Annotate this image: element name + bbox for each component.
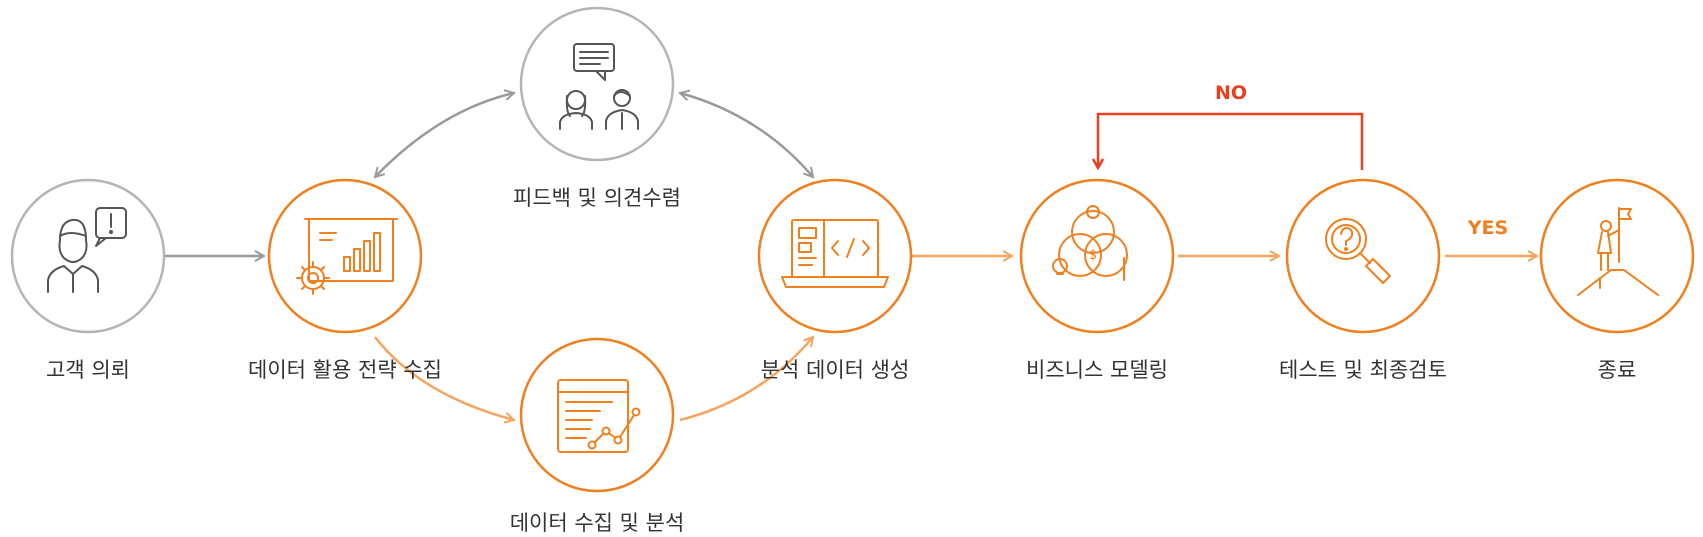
- label-feedback: 피드백 및 의견수렴: [513, 186, 681, 210]
- node-client-request: [10, 178, 166, 334]
- arrow-no-feedback-loop: [1098, 112, 1364, 170]
- arrow-strategy-feedback: [375, 93, 514, 177]
- label-collect: 데이터 수집 및 분석: [509, 511, 685, 535]
- label-modeling: 비즈니스 모델링: [1026, 358, 1168, 382]
- label-strategy: 데이터 활용 전략 수집: [248, 358, 442, 382]
- laptop-with-code-icon: [781, 219, 889, 288]
- node-feedback: [519, 6, 675, 162]
- presentation-board-with-gear-icon: [296, 218, 398, 295]
- svg-text:$: $: [1089, 248, 1097, 263]
- person-with-flag-on-summit-icon: [1577, 207, 1659, 296]
- venn-diagram-icon: $: [1052, 205, 1128, 281]
- arrow-feedback-generate: [680, 93, 813, 177]
- magnifier-with-question-icon: [1325, 218, 1391, 284]
- label-test: 테스트 및 최종검토: [1279, 358, 1447, 382]
- person-with-exclamation-bubble-icon: [47, 207, 127, 293]
- label-client-request: 고객 의뢰: [46, 358, 130, 382]
- label-end: 종료: [1597, 358, 1637, 382]
- document-with-line-chart-icon: [557, 379, 641, 453]
- two-people-with-speech-bubble-icon: [559, 43, 639, 130]
- node-collect: [519, 337, 675, 493]
- node-generate: [757, 178, 913, 334]
- label-generate: 분석 데이터 생성: [760, 358, 910, 382]
- arrow-strategy-to-collect: [374, 336, 514, 420]
- arrow-collect-to-generate: [679, 337, 813, 422]
- node-modeling: [1019, 178, 1175, 334]
- node-end: [1539, 178, 1695, 334]
- flow-no-label: NO: [1214, 82, 1248, 104]
- flow-yes-label: YES: [1467, 217, 1509, 239]
